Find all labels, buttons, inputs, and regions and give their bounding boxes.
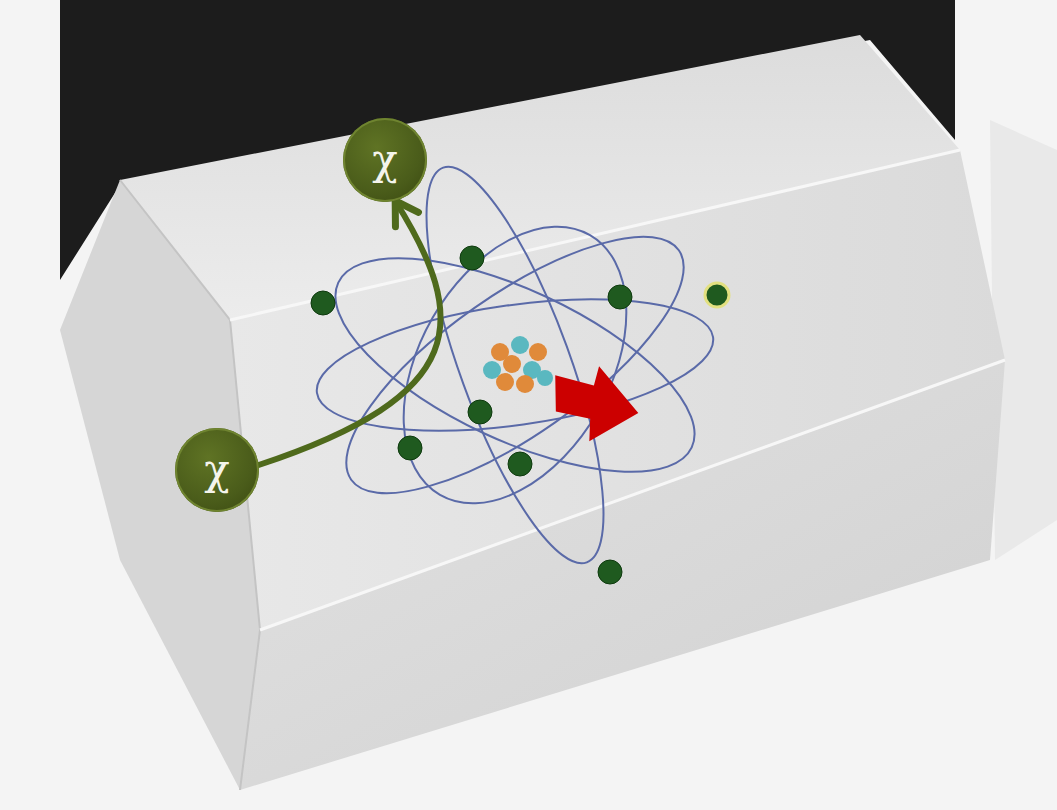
scatter-line: [259, 201, 441, 465]
crystal-edge: [120, 180, 260, 790]
particle-circle: χ: [343, 118, 427, 202]
particle-symbol: χ: [372, 139, 397, 181]
crystal-edge: [230, 150, 960, 320]
scatter-path: [259, 201, 441, 465]
arrow-head: [395, 201, 418, 227]
particle-symbol: χ: [204, 449, 229, 491]
recoil-arrow: [541, 356, 647, 452]
atom-orbits: [307, 149, 724, 581]
particle-circle: χ: [175, 428, 259, 512]
crystal-edge: [260, 360, 1005, 630]
nucleus: [483, 336, 553, 393]
